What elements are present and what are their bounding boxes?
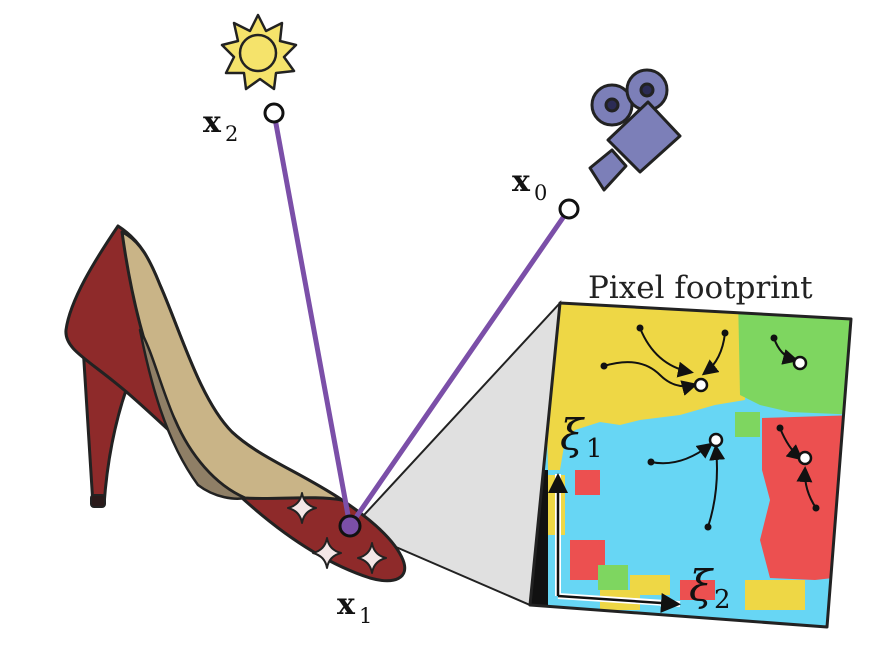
svg-text:1: 1 — [359, 604, 372, 628]
label-x1: x 1 — [337, 587, 372, 628]
path-segment-x1-x0 — [347, 206, 572, 529]
footprint-axes — [548, 473, 681, 613]
sun-icon — [220, 13, 298, 91]
svg-text:2: 2 — [225, 122, 238, 146]
high-heel-shoe-illustration — [64, 224, 407, 583]
pixel-footprint-panel — [528, 301, 853, 629]
label-x0: x 0 — [512, 164, 547, 205]
svg-text:ξ: ξ — [689, 561, 714, 610]
svg-text:0: 0 — [534, 181, 547, 205]
svg-text:2: 2 — [714, 585, 731, 615]
footprint-target-points — [693, 355, 813, 466]
svg-text:x: x — [512, 164, 531, 199]
sparkle-icon — [287, 492, 387, 574]
label-xi1: ξ 1 — [560, 410, 603, 464]
footprint-title: Pixel footprint — [588, 270, 813, 306]
footprint-sample-points — [600, 324, 820, 531]
vertex-x2 — [263, 102, 285, 124]
label-xi2: ξ 2 — [689, 561, 731, 615]
svg-text:ξ: ξ — [560, 410, 585, 459]
svg-text:x: x — [203, 105, 222, 140]
svg-text:1: 1 — [586, 434, 603, 464]
vertex-x0 — [558, 198, 580, 220]
label-x2: x 2 — [203, 105, 238, 146]
footprint-sample-arrows — [603, 327, 817, 528]
vertex-x1 — [338, 514, 362, 538]
camera-icon — [588, 68, 682, 192]
path-segment-x1-x2 — [271, 110, 353, 529]
svg-text:x: x — [337, 587, 356, 622]
